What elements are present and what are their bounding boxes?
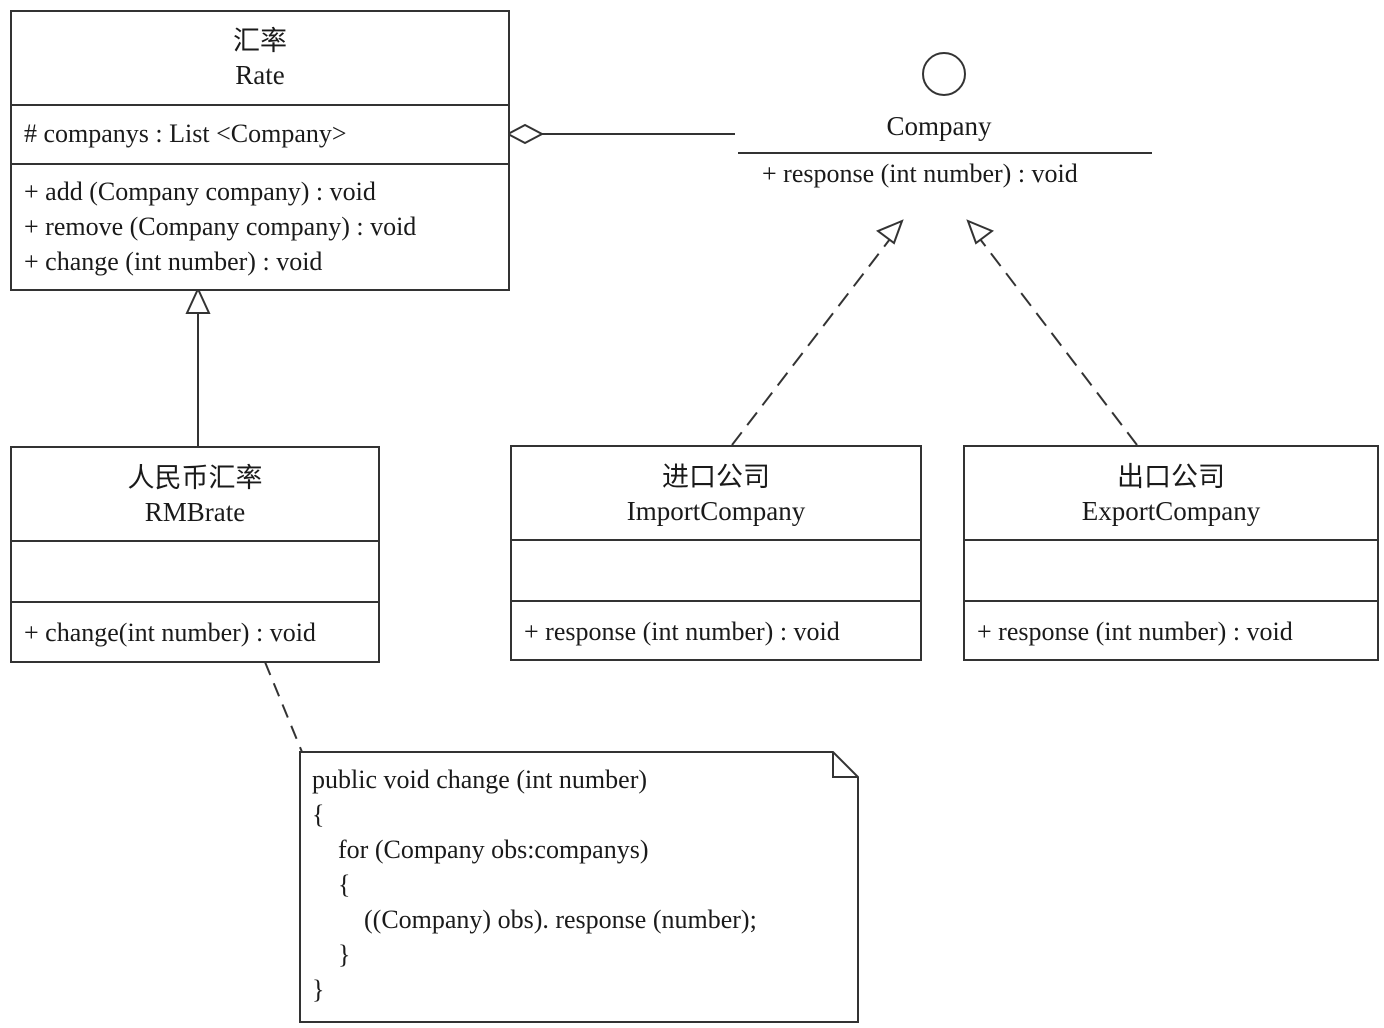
attribute: # companys : List <Company>	[24, 119, 347, 148]
class-import-company: 进口公司 ImportCompany + response (int numbe…	[510, 445, 922, 661]
note-line: {	[312, 870, 351, 899]
class-import-company-name-section: 进口公司 ImportCompany	[512, 447, 920, 539]
note-line: {	[312, 800, 325, 829]
aggregation-diamond	[505, 123, 545, 145]
class-import-company-attributes	[512, 539, 920, 600]
class-rmbrate-cn-name: 人民币汇率	[127, 463, 263, 493]
note-fold-icon	[832, 752, 858, 778]
method: + response (int number) : void	[977, 617, 1293, 646]
class-rate-cn-name: 汇率	[233, 26, 287, 56]
note-line: ((Company) obs). response (number);	[312, 905, 757, 934]
realization-arrowhead-export	[966, 219, 994, 245]
class-export-company-cn-name: 出口公司	[1117, 462, 1225, 492]
note-line: }	[312, 940, 351, 969]
interface-lollipop-icon	[922, 52, 966, 96]
class-rate-methods: + add (Company company) : void + remove …	[12, 163, 508, 289]
class-rmbrate-methods: + change(int number) : void	[12, 601, 378, 661]
method: + change (int number) : void	[24, 247, 323, 276]
class-rate-attributes: # companys : List <Company>	[12, 104, 508, 163]
class-import-company-methods: + response (int number) : void	[512, 600, 920, 659]
class-export-company-attributes	[965, 539, 1377, 600]
method: + remove (Company company) : void	[24, 212, 417, 241]
class-import-company-en-name: ImportCompany	[626, 496, 806, 526]
interface-company-name: Company	[886, 111, 992, 141]
note-anchor-line	[264, 661, 303, 753]
realization-line-import	[731, 238, 891, 446]
method: + change(int number) : void	[24, 618, 316, 647]
realization-line-export	[979, 238, 1138, 446]
note-line: }	[312, 975, 325, 1004]
class-export-company-methods: + response (int number) : void	[965, 600, 1377, 659]
class-import-company-cn-name: 进口公司	[662, 462, 770, 492]
class-rate-en-name: Rate	[235, 60, 285, 90]
realization-arrowhead-import	[876, 219, 904, 245]
note-line: public void change (int number)	[312, 765, 648, 794]
class-rate: 汇率 Rate # companys : List <Company> + ad…	[10, 10, 510, 291]
class-rmbrate-attributes	[12, 540, 378, 601]
generalization-arrowhead	[185, 286, 211, 314]
class-rmbrate: 人民币汇率 RMBrate + change(int number) : voi…	[10, 446, 380, 663]
class-export-company: 出口公司 ExportCompany + response (int numbe…	[963, 445, 1379, 661]
class-rate-name-section: 汇率 Rate	[12, 12, 508, 104]
note-shape	[299, 751, 859, 1023]
class-export-company-en-name: ExportCompany	[1081, 496, 1261, 526]
class-rmbrate-en-name: RMBrate	[144, 497, 246, 527]
class-rmbrate-name-section: 人民币汇率 RMBrate	[12, 448, 378, 540]
class-export-company-name-section: 出口公司 ExportCompany	[965, 447, 1377, 539]
note-line: for (Company obs:companys)	[312, 835, 649, 864]
interface-company-method: + response (int number) : void	[762, 159, 1078, 188]
method: + response (int number) : void	[524, 617, 840, 646]
method: + add (Company company) : void	[24, 177, 376, 206]
